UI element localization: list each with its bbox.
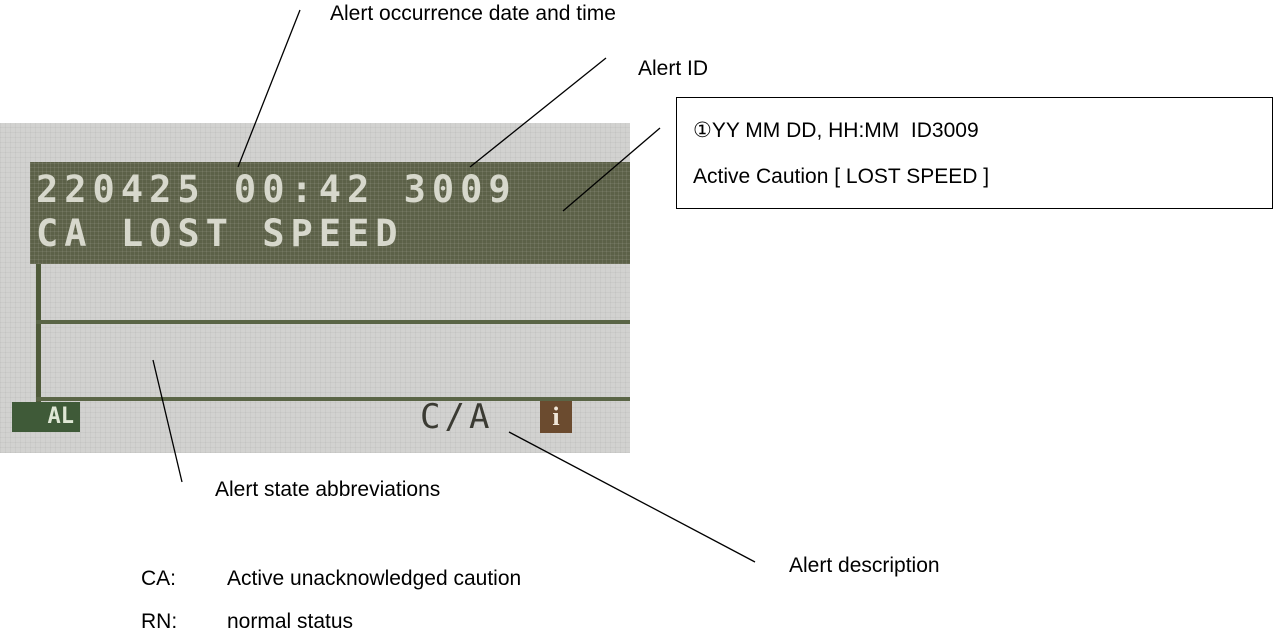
alert-state-label: C/A xyxy=(420,400,493,434)
legend-desc-ca: Active unacknowledged caution xyxy=(227,568,521,589)
info-box-datetime-id: ①YY MM DD, HH:MM ID3009 xyxy=(693,120,979,141)
lcd-alert-text-row: CA LOST SPEED xyxy=(36,215,404,252)
info-box: ①YY MM DD, HH:MM ID3009 Active Caution [… xyxy=(676,97,1273,209)
callout-datetime: Alert occurrence date and time xyxy=(330,3,616,24)
info-box-description: Active Caution [ LOST SPEED ] xyxy=(693,166,989,187)
lcd-divider xyxy=(36,320,630,324)
callout-state-abbrev: Alert state abbreviations xyxy=(215,479,440,500)
legend-desc-rn: normal status xyxy=(227,611,353,632)
callout-alert-id: Alert ID xyxy=(638,58,708,79)
lcd-datetime-id-row: 220425 00:42 3009 xyxy=(36,171,517,208)
legend-abbr-ca: CA: xyxy=(141,568,176,589)
info-icon: i xyxy=(540,401,572,433)
alert-list-icon: AL xyxy=(12,402,80,432)
lcd-left-border xyxy=(36,264,41,414)
lcd-display: 220425 00:42 3009 CA LOST SPEED AL C/A i xyxy=(0,123,630,453)
callout-description: Alert description xyxy=(789,555,940,576)
legend-abbr-rn: RN: xyxy=(141,611,177,632)
